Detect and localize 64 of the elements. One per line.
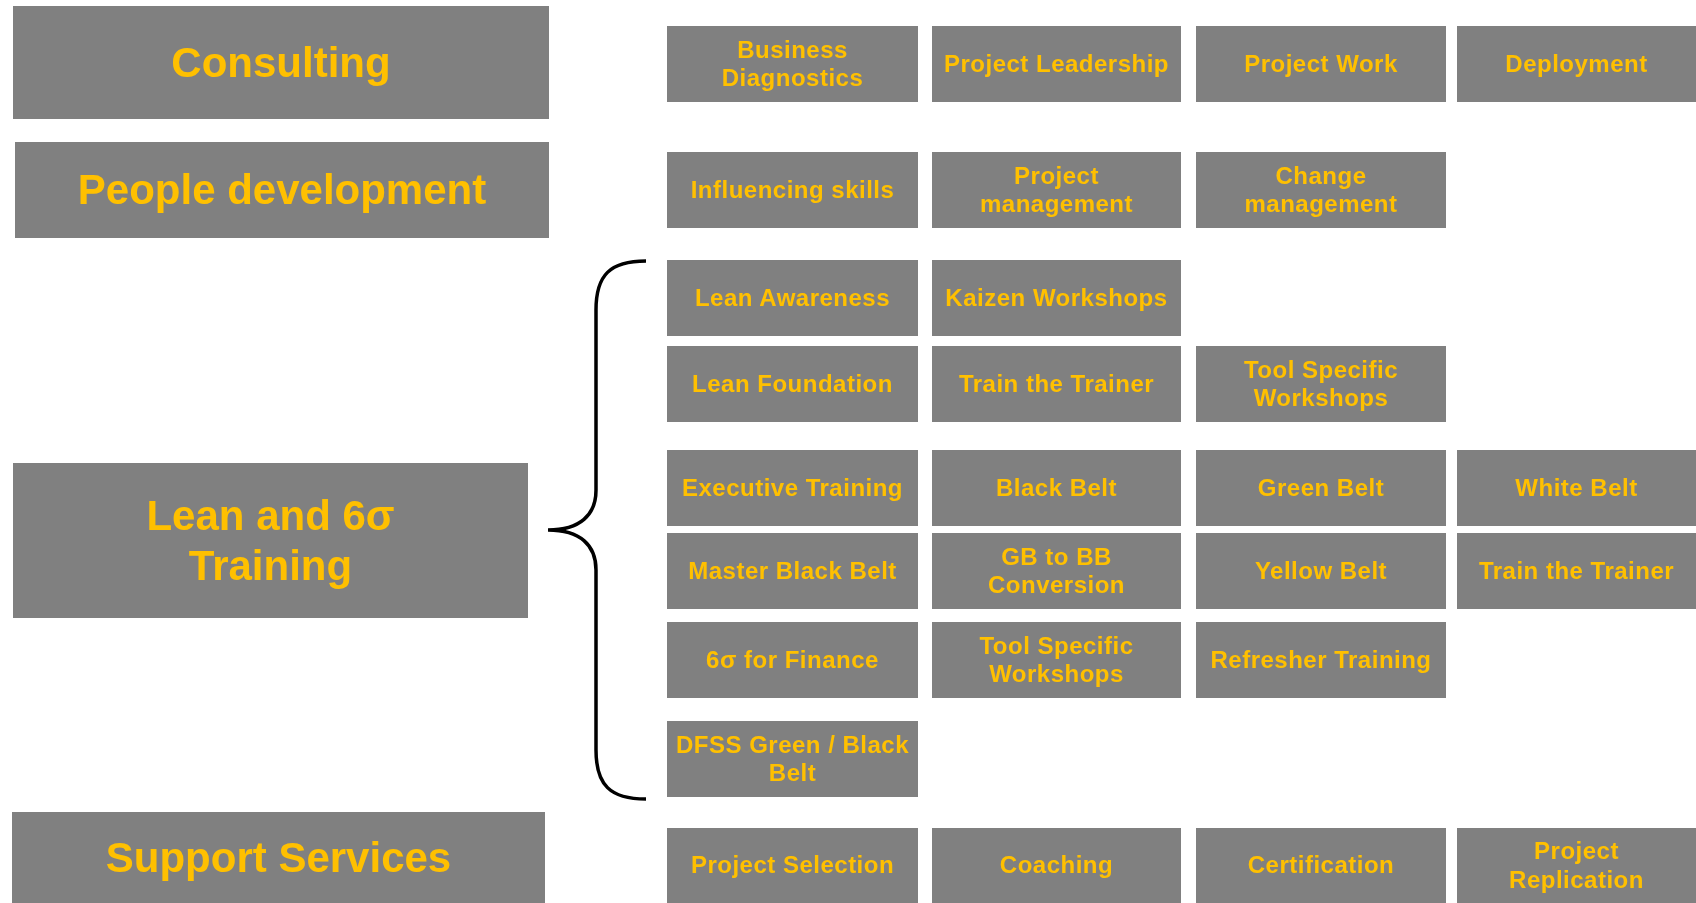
service-label: Lean Awareness xyxy=(693,283,892,313)
service-label: White Belt xyxy=(1514,473,1639,503)
service-label: Yellow Belt xyxy=(1253,556,1389,586)
service-box xyxy=(932,26,1181,102)
service-label: Certification xyxy=(1246,851,1396,880)
service-box xyxy=(667,533,918,609)
category-box xyxy=(13,463,528,618)
category-box xyxy=(13,6,549,119)
service-label: Influencing skills xyxy=(689,175,896,205)
service-label: GB to BB Conversion xyxy=(987,542,1126,600)
service-label: Project management xyxy=(978,161,1134,219)
service-box xyxy=(667,152,918,228)
category-title: Lean and 6σ Training xyxy=(145,490,396,591)
service-label: Project Selection xyxy=(689,851,896,880)
service-label: Coaching xyxy=(998,851,1115,880)
service-label: Green Belt xyxy=(1256,473,1386,503)
service-box xyxy=(1196,828,1446,903)
service-box xyxy=(1457,26,1696,102)
service-box xyxy=(667,622,918,698)
service-box xyxy=(1196,450,1446,526)
service-label: Deployment xyxy=(1504,49,1649,79)
service-label: Executive Training xyxy=(680,473,905,503)
service-label: Master Black Belt xyxy=(687,556,898,586)
service-box xyxy=(932,622,1181,698)
service-box xyxy=(1457,450,1696,526)
service-box xyxy=(1196,622,1446,698)
service-label: Tool Specific Workshops xyxy=(978,631,1135,689)
service-box xyxy=(932,346,1181,422)
service-label: Kaizen Workshops xyxy=(944,283,1169,313)
category-title: Support Services xyxy=(105,832,452,883)
category-box xyxy=(15,142,549,238)
service-box xyxy=(667,260,918,336)
service-box xyxy=(932,828,1181,903)
service-box xyxy=(932,450,1181,526)
service-label: Project Leadership xyxy=(942,49,1171,79)
category-title: People development xyxy=(77,165,487,215)
service-box xyxy=(667,346,918,422)
service-box xyxy=(667,26,918,102)
service-label: Black Belt xyxy=(994,473,1119,503)
category-box xyxy=(12,812,545,903)
service-label: 6σ for Finance xyxy=(705,645,880,675)
category-title: Consulting xyxy=(171,37,391,88)
service-box xyxy=(1196,533,1446,609)
service-box xyxy=(1457,533,1696,609)
service-label: DFSS Green / Black Belt xyxy=(674,730,911,788)
service-box xyxy=(932,260,1181,336)
service-box xyxy=(667,450,918,526)
service-box xyxy=(1196,346,1446,422)
service-box xyxy=(1457,828,1696,903)
service-box xyxy=(667,828,918,903)
service-box xyxy=(1196,152,1446,228)
service-box xyxy=(932,152,1181,228)
service-box xyxy=(932,533,1181,609)
service-label: Business Diagnostics xyxy=(720,35,865,93)
service-label: Lean Foundation xyxy=(691,369,894,399)
service-label: Project Work xyxy=(1243,49,1399,79)
service-label: Project Replication xyxy=(1508,837,1645,894)
service-label: Train the Trainer xyxy=(957,369,1156,399)
service-box xyxy=(667,721,918,797)
service-label: Change management xyxy=(1243,161,1399,219)
service-label: Train the Trainer xyxy=(1477,556,1676,586)
service-box xyxy=(1196,26,1446,102)
service-label: Refresher Training xyxy=(1209,645,1433,675)
service-label: Tool Specific Workshops xyxy=(1242,355,1400,413)
